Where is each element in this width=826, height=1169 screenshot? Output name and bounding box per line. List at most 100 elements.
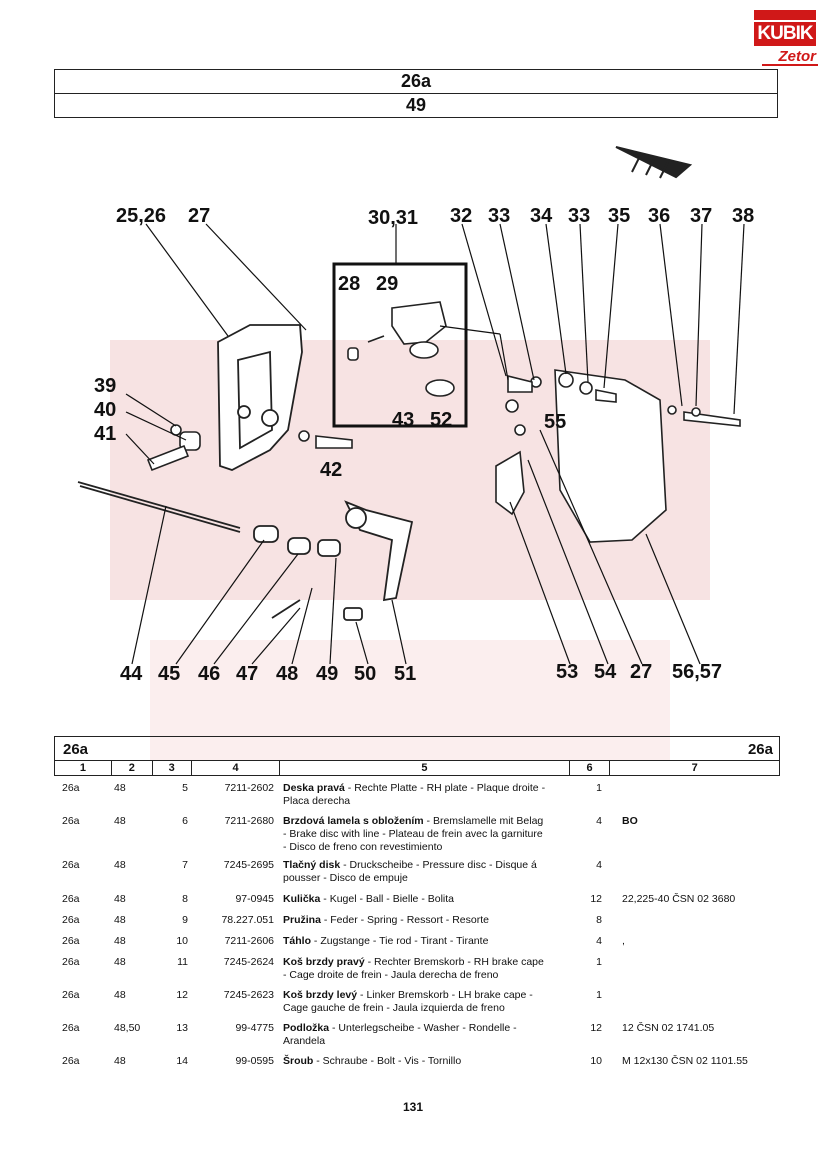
column-header: 3	[153, 761, 192, 775]
callout-32: 32	[450, 205, 472, 227]
cell-position: 8	[182, 893, 188, 905]
callout-labels: 25,26 27 30,31 32 33 34 33 35 36 37 38 2…	[94, 205, 754, 685]
cell-position: 6	[182, 815, 188, 827]
cell-position: 10	[176, 935, 188, 947]
callout-56-57: 56,57	[672, 661, 722, 683]
part-name: Deska pravá	[283, 782, 345, 794]
callout-37: 37	[690, 205, 712, 227]
column-header: 2	[112, 761, 153, 775]
part-name: Tlačný disk	[283, 859, 341, 871]
cell-part-number: 97-0945	[235, 893, 274, 905]
page-number: 131	[402, 1100, 424, 1114]
callout-55: 55	[544, 411, 566, 433]
callout-47: 47	[236, 663, 258, 685]
cell-part-number: 7245-2624	[223, 956, 274, 968]
part-desc-line2: - Brake disc with line - Plateau de frei…	[283, 828, 543, 840]
callout-40: 40	[94, 399, 116, 421]
logo-underline	[762, 64, 818, 66]
callout-33a: 33	[488, 205, 510, 227]
callout-29: 29	[376, 273, 398, 295]
cell-group: 26a	[62, 989, 80, 1001]
cell-note: M 12x130 ČSN 02 1101.55	[622, 1055, 748, 1067]
callout-27-bottom: 27	[630, 661, 652, 683]
cell-description: Deska pravá - Rechte Platte - RH plate -…	[283, 782, 573, 808]
cell-group: 26a	[62, 859, 80, 871]
cell-group: 26a	[62, 782, 80, 794]
part-desc: - Rechter Bremskorb - RH brake cape	[364, 956, 544, 968]
cell-figure: 48	[114, 989, 126, 1001]
cell-figure: 48	[114, 859, 126, 871]
part-desc-line2: - Cage droite de frein - Jaula derecha d…	[283, 969, 499, 981]
page-header: 26a 49	[54, 69, 778, 118]
part-desc: - Linker Bremskorb - LH brake cape -	[357, 989, 533, 1001]
brake-housing	[217, 324, 303, 471]
cell-figure: 48	[114, 914, 126, 926]
part-desc: - Feder - Spring - Ressort - Resorte	[320, 914, 489, 926]
cell-position: 7	[182, 859, 188, 871]
cell-quantity: 4	[596, 859, 602, 871]
cell-position: 12	[176, 989, 188, 1001]
cell-figure: 48	[114, 935, 126, 947]
part-desc: - Bremslamelle mit Belag	[423, 815, 544, 827]
cell-quantity: 4	[596, 935, 602, 947]
cell-group: 26a	[62, 956, 80, 968]
cell-note: ,	[622, 935, 625, 947]
cell-quantity: 10	[590, 1055, 602, 1067]
cell-position: 9	[182, 914, 188, 926]
group-code: 26a	[400, 71, 432, 91]
cell-part-number: 99-4775	[235, 1022, 274, 1034]
callout-28: 28	[338, 273, 360, 295]
cell-group: 26a	[62, 893, 80, 905]
callout-30-31: 30,31	[368, 207, 418, 229]
exploded-parts-diagram: 25,26 27 30,31 32 33 34 33 35 36 37 38 2…	[77, 146, 754, 685]
pins-and-washers	[146, 372, 741, 516]
callout-35: 35	[608, 205, 630, 227]
logo-brand: KUBIK	[754, 22, 816, 46]
callout-52: 52	[430, 409, 452, 431]
column-header: 7	[691, 762, 698, 774]
callout-51: 51	[394, 663, 416, 685]
part-name: Kulička	[283, 893, 321, 905]
cell-part-number: 7245-2623	[223, 989, 274, 1001]
cell-description: Koš brzdy levý - Linker Bremskorb - LH b…	[283, 989, 573, 1015]
column-header: 4	[192, 761, 281, 775]
cell-note: 12 ČSN 02 1741.05	[622, 1022, 715, 1034]
cell-figure: 48	[114, 1055, 126, 1067]
kubik-zetor-logo: KUBIK Zetor	[752, 10, 818, 74]
cell-quantity: 1	[596, 989, 602, 1001]
figure-reference: 49	[55, 93, 777, 117]
cell-description: Šroub - Schraube - Bolt - Vis - Tornillo	[283, 1055, 573, 1068]
callout-49: 49	[316, 663, 338, 685]
table-group-right: 26a	[747, 741, 773, 758]
logo-bar	[754, 10, 816, 20]
inset-box	[332, 262, 468, 428]
cell-note: 22,225-40 ČSN 02 3680	[622, 893, 736, 905]
cell-description: Tlačný disk - Druckscheibe - Pressure di…	[283, 859, 573, 885]
cell-quantity: 12	[590, 893, 602, 905]
part-desc-line2: Cage gauche de frein - Jaula izquierda d…	[283, 1002, 505, 1014]
cell-part-number: 7211-2606	[224, 935, 274, 947]
part-name: Koš brzdy levý	[283, 989, 358, 1001]
cell-position: 14	[176, 1055, 188, 1067]
part-name: Brzdová lamela s obložením	[283, 815, 424, 827]
callout-33b: 33	[568, 205, 590, 227]
part-desc: - Zugstange - Tie rod - Tirant - Tirante	[311, 935, 489, 947]
direction-arrow	[615, 146, 693, 179]
callout-41: 41	[94, 423, 116, 445]
logo-sub: Zetor	[778, 48, 817, 65]
callout-43: 43	[392, 409, 414, 431]
inset-parts	[347, 301, 455, 397]
rod-and-levers	[77, 481, 414, 621]
cell-position: 11	[177, 956, 188, 968]
part-desc-line2: Placa derecha	[283, 795, 351, 807]
table-group-left: 26a	[63, 741, 89, 758]
part-name: Šroub	[283, 1055, 314, 1067]
callout-34: 34	[530, 205, 553, 227]
cell-position: 13	[176, 1022, 188, 1034]
column-header: 6	[570, 761, 611, 775]
cell-part-number: 78.227.051	[221, 914, 274, 926]
callout-39: 39	[94, 375, 116, 397]
column-headers: 1 2 3 4 5 6 7	[55, 760, 779, 775]
cell-quantity: 1	[596, 782, 602, 794]
cell-quantity: 8	[596, 914, 602, 926]
